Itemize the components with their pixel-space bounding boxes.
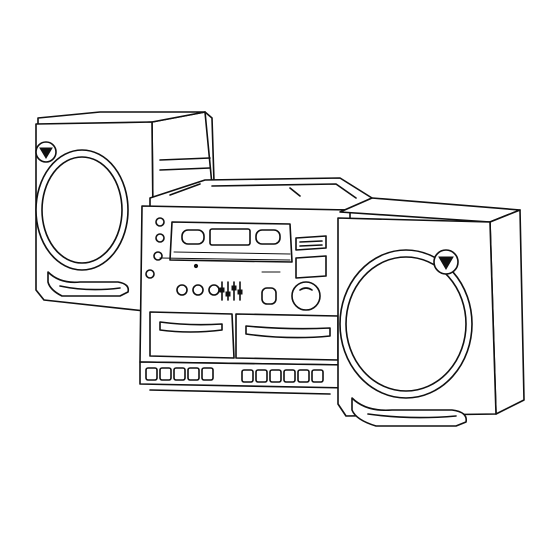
- mode-button[interactable]: [153, 251, 163, 261]
- right-speaker: [337, 197, 525, 427]
- left-bass-port: [47, 271, 130, 297]
- left-logo-triangle-icon: [39, 147, 53, 159]
- base-edge: [149, 389, 331, 395]
- cassette-deck-a: [149, 311, 235, 359]
- right-logo-triangle-icon: [438, 256, 454, 270]
- cd-lid-notch: [289, 187, 301, 197]
- right-bass-port: [351, 397, 468, 427]
- equalizer-sliders[interactable]: [219, 281, 243, 301]
- cd-lid-edge: [211, 183, 357, 199]
- volume-knob[interactable]: [291, 281, 321, 311]
- tuning-window: [295, 255, 327, 279]
- deck-b-transport-buttons[interactable]: [241, 369, 324, 383]
- left-speaker-rear-bracket: [204, 111, 215, 183]
- left-cassette-window: [181, 229, 205, 245]
- cd-buttons[interactable]: [299, 240, 323, 247]
- bass-knob[interactable]: [192, 284, 204, 296]
- main-unit: [139, 177, 373, 395]
- deck-a-transport-buttons[interactable]: [145, 367, 214, 381]
- left-woofer-cone: [41, 156, 123, 264]
- treble-knob[interactable]: [208, 284, 220, 296]
- right-bass-port-lip: [367, 413, 457, 419]
- left-bass-port-lip: [59, 285, 121, 291]
- volume-knob-grip: [299, 287, 313, 291]
- headphone-icon: [261, 287, 277, 305]
- cassette-b-window: [245, 325, 331, 339]
- power-button[interactable]: [155, 217, 165, 227]
- function-button[interactable]: [155, 233, 165, 243]
- balance-knob[interactable]: [176, 284, 188, 296]
- indicator-led: [193, 263, 199, 269]
- left-woofer-outer-ring: [35, 149, 129, 271]
- right-woofer-outer-ring: [339, 249, 473, 399]
- cd-control-panel: [295, 235, 327, 251]
- display-underline: [173, 251, 291, 255]
- right-woofer-cone: [345, 256, 467, 392]
- carry-handle: [169, 183, 201, 196]
- left-speaker-rear-lines: [159, 157, 211, 171]
- right-cassette-window: [255, 229, 281, 245]
- headphone-jack-icon: [145, 269, 155, 279]
- cassette-a-window: [159, 321, 223, 333]
- tuner-scale-line: [159, 257, 291, 261]
- lcd-display: [209, 228, 251, 246]
